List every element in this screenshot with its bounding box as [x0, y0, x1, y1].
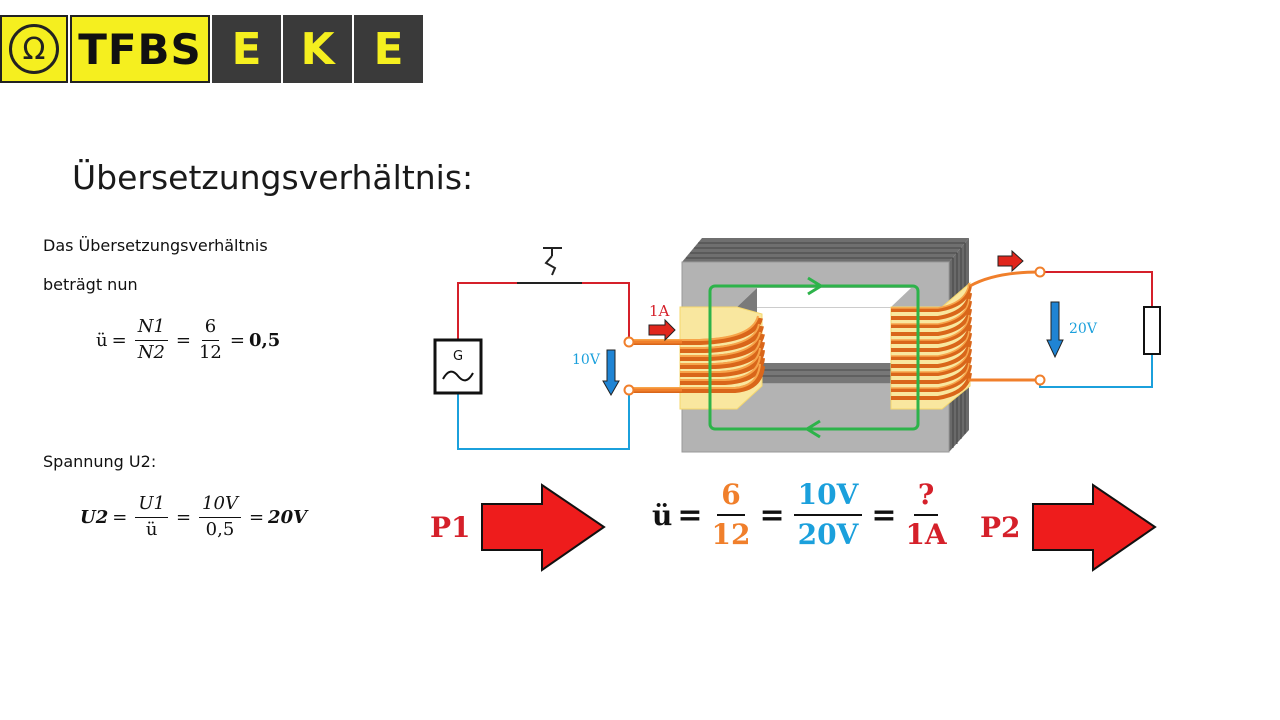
- logo-letter-k: K: [283, 15, 352, 83]
- formula1-fraction-values: 6 12: [198, 316, 222, 363]
- ratio-turns-den: 12: [711, 517, 751, 551]
- ratio-voltage-fraction: 10V 20V: [793, 479, 863, 551]
- logo-letter-e1: E: [212, 15, 281, 83]
- magnetic-flux-loop: [708, 276, 920, 439]
- output-voltage-arrow-icon: [1046, 301, 1064, 359]
- p2-label: P2: [980, 511, 1021, 544]
- formula1-fraction-turns: N1 N2: [134, 316, 168, 363]
- ratio-turns-num: 6: [717, 479, 745, 516]
- formula2-num2: 10V: [199, 493, 241, 518]
- ratio-equation: ü = 6 12 = 10V 20V = ? 1A: [652, 478, 947, 551]
- primary-coil: [630, 306, 765, 410]
- ratio-curr-num: ?: [913, 479, 939, 516]
- formula1-result: 0,5: [248, 329, 281, 351]
- formula2-den2: 0,5: [205, 518, 235, 540]
- formula2-fraction-symbols: U1 ü: [135, 493, 168, 540]
- generator-symbol: [433, 338, 483, 395]
- ratio-current-fraction: ? 1A: [905, 479, 947, 551]
- formula2-num1: U1: [135, 493, 168, 518]
- formula1-num2: 6: [201, 316, 220, 341]
- formula2-fraction-values: 10V 0,5: [199, 493, 241, 540]
- generator-label: G: [453, 349, 463, 364]
- resistor-symbol: [1143, 306, 1161, 355]
- input-power-arrow-icon: [481, 483, 606, 572]
- intro-line-2: beträgt nun: [43, 275, 138, 294]
- formula-ratio: ü = N1 N2 = 6 12 = 0,5: [96, 316, 281, 363]
- ratio-lhs: ü: [652, 498, 673, 532]
- switch-symbol: [517, 247, 582, 284]
- ratio-volt-den: 20V: [797, 517, 859, 551]
- output-power-arrow-icon: [1032, 483, 1157, 572]
- page-title: Übersetzungsverhältnis:: [72, 158, 474, 197]
- formula2-result: 20V: [268, 506, 308, 528]
- section2-label: Spannung U2:: [43, 452, 157, 471]
- formula1-den2: 12: [198, 341, 222, 363]
- input-voltage-arrow-icon: [602, 349, 620, 397]
- formula1-num1: N1: [134, 316, 168, 341]
- formula2-lhs: U2: [80, 506, 109, 528]
- omega-icon: Ω: [9, 24, 59, 74]
- ratio-volt-num: 10V: [793, 479, 863, 516]
- formula-voltage: U2 = U1 ü = 10V 0,5 = 20V: [80, 493, 308, 540]
- current-label: 1A: [649, 302, 670, 320]
- input-voltage-label: 10V: [572, 352, 601, 368]
- formula1-lhs: ü: [96, 329, 108, 351]
- formula1-den1: N2: [137, 341, 165, 363]
- secondary-circuit: [1034, 266, 1153, 388]
- omega-logo-badge: Ω: [0, 15, 68, 83]
- primary-circuit: [457, 282, 682, 450]
- ratio-curr-den: 1A: [905, 517, 947, 551]
- output-current-arrow-icon: [997, 249, 1024, 273]
- tfbs-logo: Ω TFBS E K E: [0, 15, 423, 83]
- formula2-den1: ü: [145, 518, 158, 540]
- ratio-turns-fraction: 6 12: [711, 479, 751, 551]
- logo-tfbs-text: TFBS: [70, 15, 210, 83]
- p1-label: P1: [430, 511, 471, 544]
- secondary-coil: [890, 270, 1041, 410]
- output-voltage-label: 20V: [1069, 321, 1098, 337]
- logo-letter-e2: E: [354, 15, 423, 83]
- intro-line-1: Das Übersetzungsverhältnis: [43, 236, 268, 255]
- current-arrow-icon: [648, 318, 676, 342]
